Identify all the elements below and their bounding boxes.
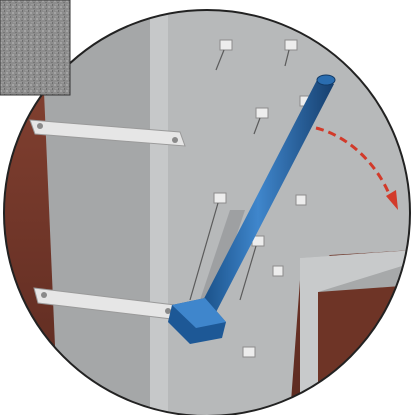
column-corner-highlight [150, 0, 168, 415]
concrete-texture-swatch [0, 0, 70, 95]
wall-opening-brick [318, 285, 415, 415]
right-wall-face [165, 0, 415, 415]
